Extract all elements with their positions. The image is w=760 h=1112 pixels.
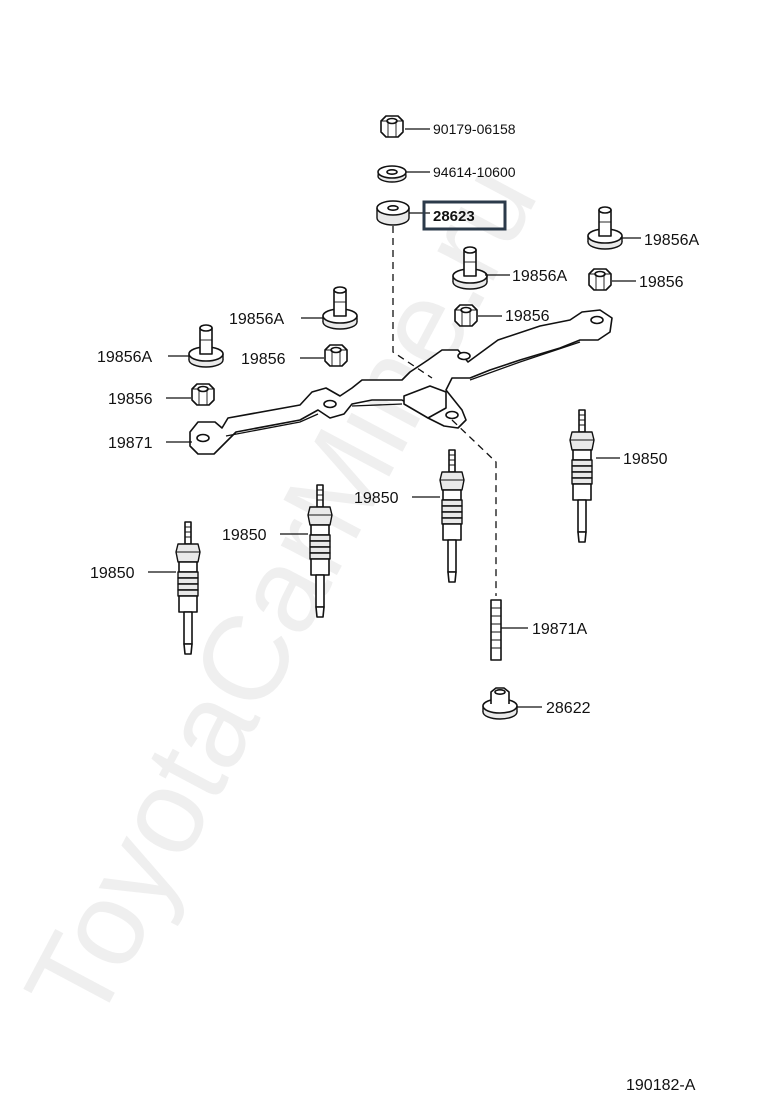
part-19871A-stud xyxy=(490,599,502,661)
part-28622-nut xyxy=(482,687,518,720)
part-19850-glow-plug-center xyxy=(439,449,465,583)
label-19871: 19871 xyxy=(108,435,153,452)
label-19856A-left: 19856A xyxy=(97,349,152,366)
label-28623: 28623 xyxy=(433,208,475,225)
label-28622: 28622 xyxy=(546,700,591,717)
label-19871A: 19871A xyxy=(532,621,587,638)
alignment-line-lower xyxy=(451,419,497,596)
part-28623-spacer xyxy=(376,200,410,226)
part-94614-washer xyxy=(377,165,407,183)
alignment-line-upper xyxy=(392,226,433,379)
highlight-box-28623 xyxy=(422,200,507,231)
part-19856A-left-upper xyxy=(322,286,358,330)
part-19856-left-nut xyxy=(191,383,215,406)
label-19850-mid: 19850 xyxy=(222,527,267,544)
part-19856-right-nut xyxy=(588,268,612,291)
label-19850-center: 19850 xyxy=(354,490,399,507)
label-94614-10600: 94614-10600 xyxy=(433,164,516,180)
part-19850-glow-plug-right xyxy=(569,409,595,543)
label-19856A-left-upper: 19856A xyxy=(229,311,284,328)
label-19856-left-mid: 19856 xyxy=(241,351,286,368)
label-19850-left: 19850 xyxy=(90,565,135,582)
label-19850-right: 19850 xyxy=(623,451,668,468)
leader-lines xyxy=(148,128,641,708)
part-90179-nut xyxy=(380,115,404,138)
label-19856A-mid: 19856A xyxy=(512,268,567,285)
part-19856-mid-nut xyxy=(454,304,478,327)
part-19856A-left xyxy=(188,324,224,368)
part-19871-bus-bar xyxy=(189,309,613,455)
label-19856-right: 19856 xyxy=(639,274,684,291)
label-19856A-right: 19856A xyxy=(644,232,699,249)
label-19856-left: 19856 xyxy=(108,391,153,408)
part-19856-left-mid-nut xyxy=(324,344,348,367)
label-90179-06158: 90179-06158 xyxy=(433,121,516,137)
diagram-code: 190182-A xyxy=(626,1077,696,1094)
part-19856A-right xyxy=(587,206,623,250)
label-19856-mid: 19856 xyxy=(505,308,550,325)
